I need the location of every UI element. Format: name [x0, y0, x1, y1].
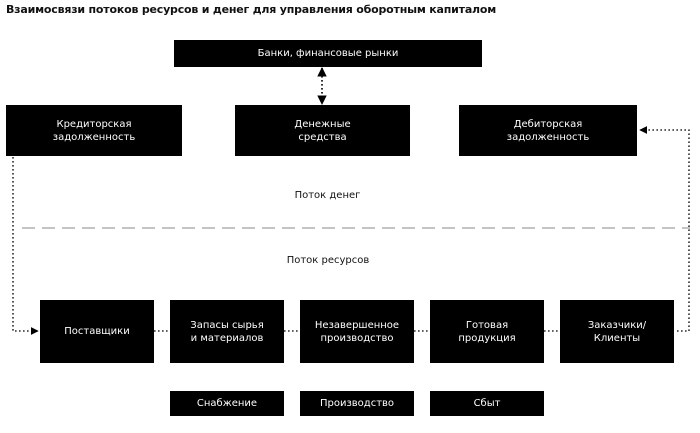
payables-suppliers-connector — [12, 157, 39, 335]
supply-stage-box: Снабжение — [170, 391, 284, 416]
production-stage-box: Производство — [300, 391, 414, 416]
customers-box: Заказчики/ Клиенты — [560, 300, 674, 363]
inventory-box: Запасы сырья и материалов — [170, 300, 284, 363]
inventory-label-line1: Запасы сырья — [190, 319, 264, 331]
finished-goods-box: Готовая продукция — [430, 300, 544, 363]
sales-stage-label: Сбыт — [473, 398, 501, 409]
wip-label-line2: производство — [320, 332, 394, 344]
finished-label-line1: Готовая — [465, 319, 509, 331]
cash-label-line2: средства — [298, 131, 347, 143]
production-stage-label: Производство — [319, 398, 395, 409]
receivables-label-line1: Дебиторская — [513, 118, 583, 130]
wip-label-line1: Незавершенное — [314, 319, 400, 331]
cash-box: Денежные средства — [235, 105, 410, 156]
payables-label-line1: Кредиторская — [56, 118, 132, 130]
banks-label: Банки, финансовые рынки — [257, 48, 399, 59]
receivables-label-line2: задолженность — [506, 131, 590, 143]
inventory-label-line2: и материалов — [190, 332, 264, 344]
payables-box: Кредиторская задолженность — [6, 105, 182, 156]
suppliers-box: Поставщики — [40, 300, 154, 363]
supply-stage-label: Снабжение — [196, 398, 258, 409]
suppliers-label: Поставщики — [64, 326, 130, 337]
wip-box: Незавершенное производство — [300, 300, 414, 363]
sales-stage-box: Сбыт — [430, 391, 544, 416]
banks-box: Банки, финансовые рынки — [174, 40, 482, 67]
receivables-box: Дебиторская задолженность — [459, 105, 637, 156]
customers-label-line1: Заказчики/ — [587, 319, 647, 331]
finished-label-line2: продукция — [458, 332, 516, 344]
diagram-title: Взаимосвязи потоков ресурсов и денег для… — [6, 3, 497, 16]
payables-label-line2: задолженность — [52, 131, 136, 143]
customers-receivables-connector — [639, 126, 690, 332]
resources-flow-label: Поток ресурсов — [286, 255, 370, 266]
money-flow-label: Поток денег — [294, 190, 361, 201]
cash-label-line1: Денежные — [294, 118, 351, 130]
customers-label-line2: Клиенты — [593, 332, 641, 344]
